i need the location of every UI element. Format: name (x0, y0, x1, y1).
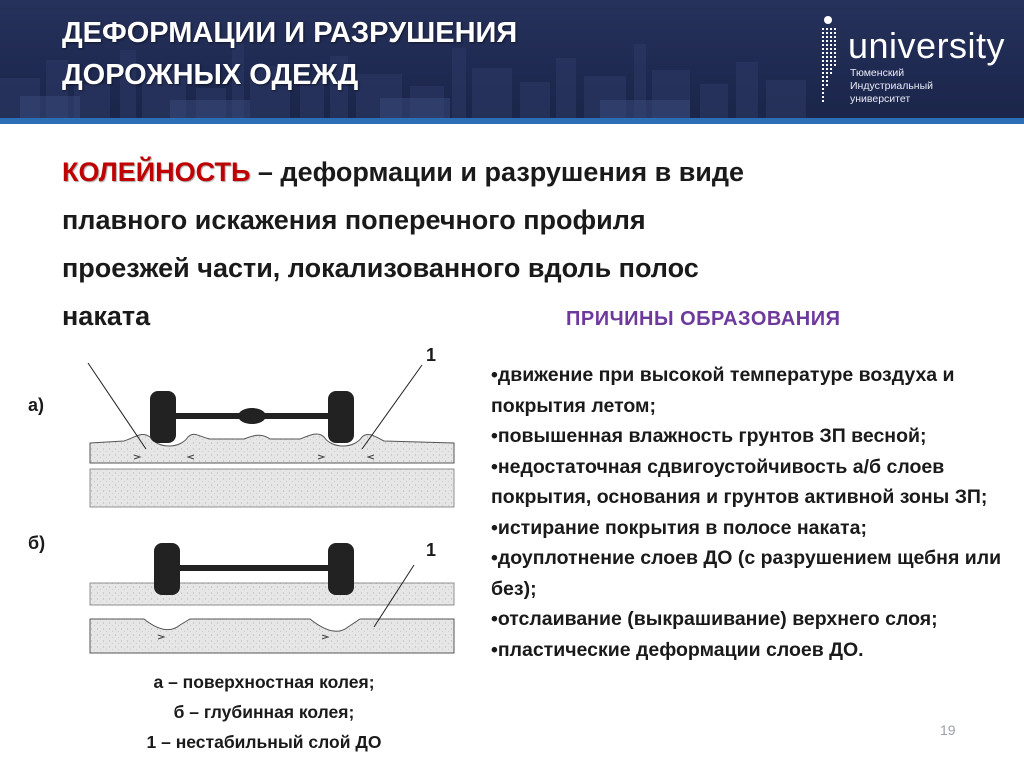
rutting-definition: КОЛЕЙНОСТЬ – деформации и разрушения в в… (62, 148, 962, 340)
cause-item: •доуплотнение слоев ДО (с разрушением ще… (491, 547, 1002, 600)
cause-item: •недостаточная сдвигоустойчивость а/б сл… (491, 455, 988, 509)
diagram-a-left-wheel (150, 391, 176, 443)
caption-line-1: а – поверхностная колея; (153, 672, 375, 692)
definition-line-1: КОЛЕЙНОСТЬ – деформации и разрушения в в… (62, 148, 962, 196)
logo-subtitle-line-1: Тюменский (850, 67, 905, 79)
logo-dot-column-icon (822, 16, 836, 102)
diagram-a-flow-arrow (366, 454, 375, 460)
definition-term: КОЛЕЙНОСТЬ (62, 157, 251, 187)
causes-title: ПРИЧИНЫ ОБРАЗОВАНИЯ (566, 308, 841, 330)
slide-header: ДЕФОРМАЦИИ И РАЗРУШЕНИЯ ДОРОЖНЫХ ОДЕЖД (0, 0, 1024, 124)
diagram-a-right-wheel (328, 391, 354, 443)
slide-title-line-2: ДОРОЖНЫХ ОДЕЖД (62, 59, 359, 91)
slide-title-line-1: ДЕФОРМАЦИИ И РАЗРУШЕНИЯ (62, 17, 518, 49)
logo-subtitle-line-3: университет (850, 93, 911, 105)
logo-wordmark: university (848, 25, 1006, 66)
definition-line-1-rest: – деформации и разрушения в виде (250, 157, 745, 187)
diagram-label-a: а) (28, 395, 45, 415)
header-accent-band (0, 118, 1024, 124)
diagram-a-surface-rut (87, 362, 455, 508)
logo-subtitle-line-2: Индустриальный (850, 80, 934, 92)
slide-title: ДЕФОРМАЦИИ И РАЗРУШЕНИЯ ДОРОЖНЫХ ОДЕЖД (62, 12, 722, 96)
cause-item: •повышенная влажность грунтов ЗП весной; (491, 425, 927, 447)
cause-item: •отслаивание (выкрашивание) верхнего сло… (491, 608, 938, 630)
diagram-b-top-layer (89, 582, 455, 606)
diagram-b-lower-layer (89, 618, 455, 654)
cause-item: •движение при высокой температуре воздух… (491, 364, 955, 417)
diagram-marker-a: 1 (426, 345, 437, 365)
diagram-a-flow-arrow (317, 454, 326, 460)
causes-list: •движение при высокой температуре воздух… (491, 360, 1011, 665)
page-number: 19 (940, 722, 956, 738)
cause-item: •пластические деформации слоев ДО. (491, 638, 864, 661)
diagram-a-leader-left (87, 362, 147, 450)
definition-line-3: проезжей части, локализованного вдоль по… (62, 253, 699, 283)
caption-line-3: 1 – нестабильный слой ДО (146, 732, 382, 752)
diagram-a-upper-layer (89, 433, 455, 464)
diagram-a-flow-arrow (186, 454, 195, 460)
diagram-b-right-wheel (328, 543, 354, 595)
diagram-b-flow-arrow (321, 634, 330, 640)
definition-line-4: наката (62, 301, 151, 331)
caption-line-2: б – глубинная колея; (173, 702, 355, 722)
diagram-a-axle-hub (238, 408, 266, 424)
diagram-b-deep-rut (89, 543, 455, 654)
cause-item: •истирание покрытия в полосе наката; (491, 516, 867, 539)
definition-line-2: плавного искажения поперечного профиля (62, 205, 646, 235)
diagram-label-b: б) (28, 533, 46, 553)
diagram-marker-b: 1 (426, 540, 437, 560)
rutting-diagram (87, 362, 455, 654)
diagram-a-leader-right (361, 364, 423, 450)
university-logo: university Тюменский Индустриальный унив… (818, 12, 1008, 112)
diagram-b-flow-arrow (157, 634, 166, 640)
diagram-b-left-wheel (154, 543, 180, 595)
diagram-a-flow-arrow (133, 454, 142, 460)
diagram-b-axle (180, 565, 328, 571)
diagram-b-leader (373, 564, 415, 628)
diagram-caption: а – поверхностная колея; б – глубинная к… (64, 667, 464, 757)
logo-subtitle: Тюменский Индустриальный университет (850, 67, 1000, 106)
diagram-a-lower-layer (89, 468, 455, 508)
